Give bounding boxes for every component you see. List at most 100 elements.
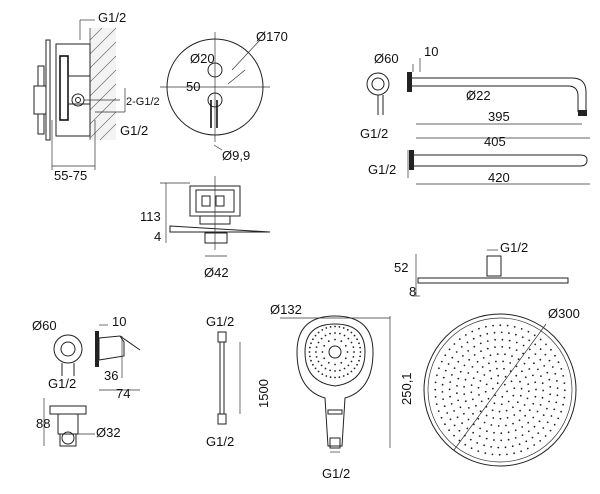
hand-nozzle-dot <box>339 369 341 372</box>
hand-nozzle-dot <box>317 360 320 363</box>
hand-nozzle-dot <box>346 373 349 375</box>
rain-nozzle-dot <box>514 437 517 439</box>
rain-nozzle-dot <box>520 450 522 453</box>
hand-nozzle-dot <box>324 334 327 337</box>
rain-nozzle-dot <box>519 394 522 397</box>
rain-nozzle-dot <box>528 339 531 342</box>
rain-nozzle-dot <box>441 391 444 393</box>
rain-nozzle-dot <box>522 352 524 355</box>
rain-nozzle-dot <box>496 353 499 355</box>
rain-nozzle-dot <box>546 407 548 410</box>
hand-nozzle-dot <box>343 334 346 337</box>
arm-length-label: 405 <box>484 134 506 149</box>
holder-diameter-label: Ø32 <box>96 425 121 440</box>
rain-nozzle-dot <box>493 331 496 334</box>
hand-nozzle-dot <box>310 359 312 362</box>
rain-nozzle-dot <box>519 409 521 412</box>
rain-nozzle-dot <box>511 355 513 357</box>
arm-overall-length-label: 420 <box>488 170 510 185</box>
rain-nozzle-dot <box>511 445 514 448</box>
rain-nozzle-dot <box>563 396 566 399</box>
hand-nozzle-dot <box>353 351 355 353</box>
rain-nozzle-dot <box>517 358 520 361</box>
hand-nozzle-dot <box>315 346 318 348</box>
rain-nozzle-dot <box>556 394 559 397</box>
rain-nozzle-dot <box>490 424 493 426</box>
rain-nozzle-dot <box>453 343 456 345</box>
hand-nozzle-dot <box>314 367 317 370</box>
rain-nozzle-dot <box>458 439 461 442</box>
rain-nozzle-dot <box>501 338 504 341</box>
rain-nozzle-dot <box>506 324 509 327</box>
rain-nozzle-dot <box>546 421 549 424</box>
valve-top-thread-label: G1/2 <box>98 10 126 25</box>
hand-shower-view <box>280 315 391 453</box>
hand-nozzle-dot <box>308 351 311 353</box>
hand-nozzle-dot <box>309 355 311 358</box>
hose-top-thread-label: G1/2 <box>206 314 234 329</box>
hand-nozzle-dot <box>350 360 353 363</box>
rain-nozzle-dot <box>457 360 460 363</box>
rain-head-nozzles <box>434 324 566 456</box>
arm-tube-label: Ø22 <box>466 88 491 103</box>
hand-nozzle-dot <box>350 370 353 373</box>
rain-nozzle-dot <box>479 380 482 382</box>
rain-nozzle-dot <box>539 440 542 442</box>
rain-nozzle-dot <box>500 432 503 435</box>
rain-nozzle-dot <box>504 446 507 449</box>
rain-nozzle-dot <box>539 404 542 406</box>
rain-nozzle-dot <box>509 370 512 373</box>
rain-nozzle-dot <box>494 394 497 397</box>
hand-nozzle-dot <box>317 341 320 344</box>
hand-nozzle-dot <box>317 370 320 373</box>
rain-nozzle-dot <box>506 390 508 393</box>
rain-nozzle-dot <box>500 439 503 442</box>
rain-nozzle-dot <box>457 399 459 402</box>
rain-nozzle-dot <box>551 366 554 368</box>
rain-nozzle-dot <box>506 453 508 456</box>
rain-nozzle-dot <box>516 401 519 404</box>
hand-nozzle-dot <box>327 361 330 364</box>
rain-nozzle-dot <box>521 336 524 338</box>
rain-nozzle-dot <box>562 403 564 406</box>
rain-nozzle-dot <box>546 371 549 374</box>
rain-nozzle-dot <box>478 394 480 396</box>
hand-nozzle-dot <box>358 342 360 345</box>
rain-nozzle-dot <box>508 347 511 349</box>
rain-nozzle-dot <box>537 368 539 371</box>
rain-nozzle-dot <box>534 395 537 398</box>
rain-nozzle-dot <box>484 390 487 393</box>
rain-nozzle-dot <box>492 324 494 327</box>
rain-nozzle-dot <box>491 453 494 456</box>
hand-nozzle-dot <box>329 376 332 378</box>
hand-nozzle-dot <box>340 340 343 343</box>
hand-nozzle-dot <box>353 334 356 337</box>
valve-body-plate-label: 4 <box>154 229 161 244</box>
hand-nozzle-dot <box>320 364 323 367</box>
rain-nozzle-dot <box>533 362 535 365</box>
arm-thread-label-2: G1/2 <box>368 162 396 177</box>
rain-nozzle-dot <box>486 332 489 335</box>
rain-nozzle-dot <box>459 406 462 409</box>
rain-nozzle-dot <box>493 402 496 405</box>
rain-nozzle-dot <box>493 439 495 441</box>
rain-nozzle-dot <box>489 354 492 357</box>
rain-nozzle-dot <box>442 398 444 400</box>
rain-nozzle-dot <box>514 429 517 432</box>
rain-nozzle-dot <box>453 434 455 437</box>
rain-nozzle-dot <box>437 410 440 412</box>
hand-nozzle-dot <box>353 367 356 370</box>
rain-nozzle-dot <box>548 378 551 381</box>
rain-nozzle-dot <box>448 348 451 351</box>
hand-nozzle-dot <box>338 326 341 328</box>
rain-nozzle-dot <box>444 369 447 372</box>
valve-body-outlet-label: Ø42 <box>204 265 229 280</box>
rain-nozzle-dot <box>528 357 530 359</box>
rain-nozzle-dot <box>513 326 516 328</box>
hand-nozzle-dot <box>321 329 324 331</box>
rain-nozzle-dot <box>524 414 527 417</box>
valve-body-height-label: 113 <box>140 209 161 224</box>
rain-nozzle-dot <box>464 334 467 336</box>
rain-nozzle-dot <box>504 375 507 378</box>
rain-nozzle-dot <box>462 355 464 357</box>
